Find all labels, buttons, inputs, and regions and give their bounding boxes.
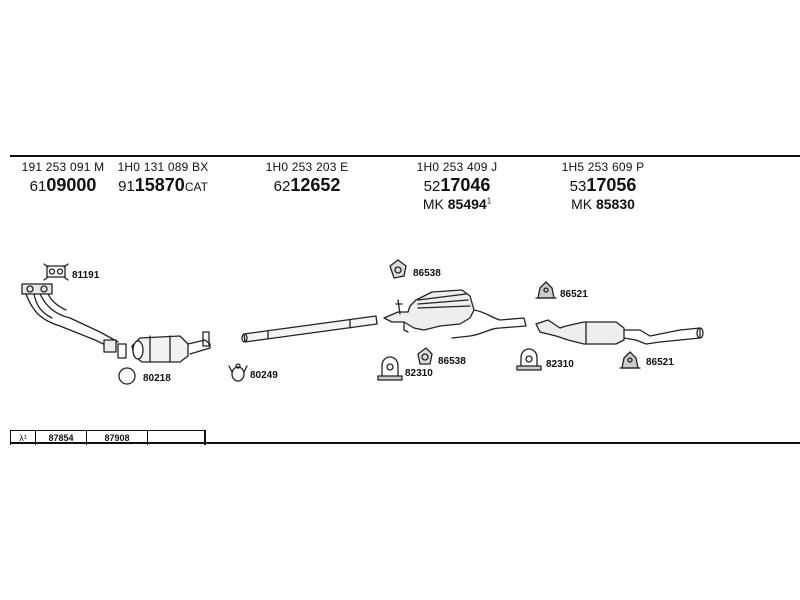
clamp-icon [228, 363, 248, 382]
top-rule [10, 155, 800, 157]
part-number: 1H0 131 089 BX [117, 160, 209, 174]
mk-kit: MK 854941 [422, 196, 492, 212]
clamp-label: 80249 [250, 370, 278, 381]
legend-cell [148, 431, 205, 445]
part-column-1: 191 253 091 M 6109000 [18, 160, 108, 196]
part-column-5: 1H5 253 609 P 5317056 MK 85830 [553, 160, 653, 212]
part-number: 1H5 253 609 P [561, 160, 645, 174]
rubber-mount-label: 86521 [560, 289, 588, 300]
hanger-label: 86538 [413, 268, 441, 279]
rubber-mount-icon [535, 281, 557, 299]
rubber-mount-label: 86521 [646, 357, 674, 368]
part-code: 6212652 [273, 175, 341, 195]
part-number: 1H0 253 203 E [265, 160, 349, 174]
part-number: 1H0 253 409 J [416, 160, 498, 174]
lambda-symbol: λ¹ [11, 431, 36, 445]
rubber-mount-icon [619, 351, 641, 369]
legend-cell: 87908 [87, 431, 148, 445]
part-code: 5317056 [569, 175, 637, 195]
ring-label: 80218 [143, 373, 171, 384]
mk-kit: MK 85830 [571, 196, 635, 212]
front-pipe-icon [21, 283, 127, 359]
lambda-sensor-legend: λ¹ 87854 87908 [10, 430, 206, 445]
legend-cell: 87854 [36, 431, 87, 445]
part-code: 5217046 [423, 175, 491, 195]
part-column-4: 1H0 253 409 J 5217046 MK 854941 [407, 160, 507, 212]
hanger-icon [389, 259, 407, 279]
bottom-rule [10, 442, 800, 444]
intermediate-pipe-icon [241, 315, 378, 343]
clamp-label: 82310 [405, 368, 433, 379]
part-column-3: 1H0 253 203 E 6212652 [262, 160, 352, 196]
gasket-icon [43, 263, 69, 281]
rear-silencer-icon [535, 319, 704, 345]
clamp-label: 82310 [546, 359, 574, 370]
part-column-2: 1H0 131 089 BX 9115870CAT [108, 160, 218, 196]
part-number: 191 253 091 M [21, 160, 105, 174]
hanger-label: 86538 [438, 356, 466, 367]
ring-icon [118, 367, 136, 385]
clamp-icon [377, 356, 403, 381]
hanger-icon [417, 347, 433, 365]
clamp-icon [516, 348, 542, 371]
part-code: 6109000 [29, 175, 97, 195]
gasket-label: 81191 [72, 270, 100, 281]
catalytic-converter-icon [131, 331, 211, 363]
part-code: 9115870CAT [118, 175, 208, 195]
middle-silencer-icon [383, 289, 527, 339]
